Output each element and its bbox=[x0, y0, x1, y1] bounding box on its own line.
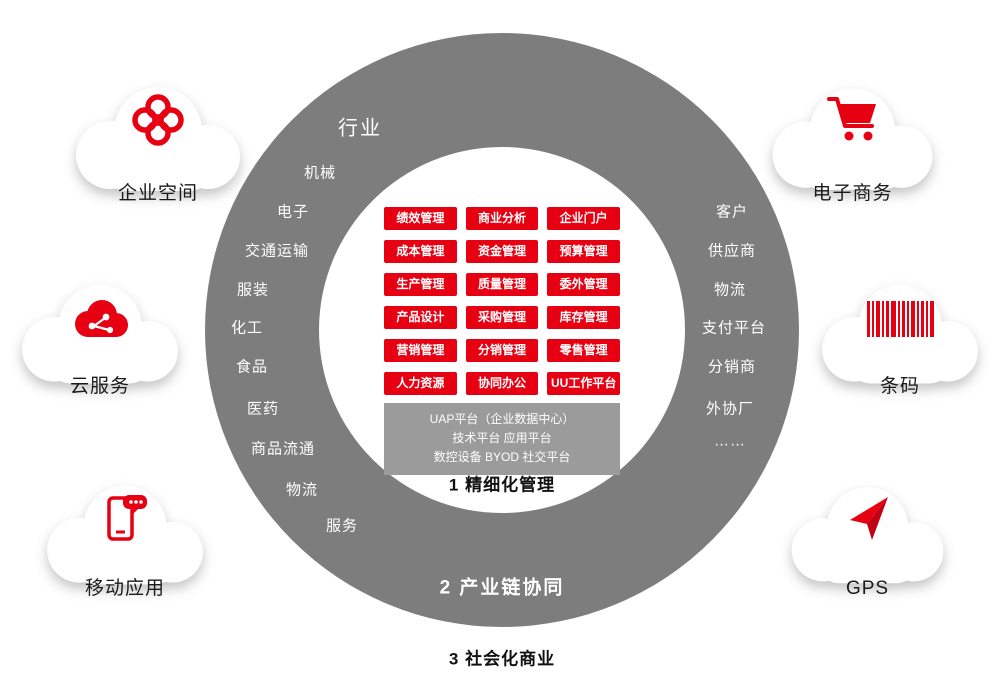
cloud-label: 云服务 bbox=[69, 376, 131, 397]
cloud-label: 移动应用 bbox=[84, 578, 166, 599]
partner-label: 外协厂 bbox=[705, 400, 755, 418]
industries-title: 行业 bbox=[338, 117, 382, 140]
module-button[interactable]: 资金管理 bbox=[465, 240, 539, 263]
partner-label: 分销商 bbox=[707, 358, 757, 376]
level3-label: 3 社会化商业 bbox=[448, 649, 556, 669]
cloud-ecommerce: 电子商务 bbox=[755, 78, 950, 205]
cloud-shape bbox=[76, 87, 240, 191]
module-button[interactable]: 营销管理 bbox=[384, 339, 457, 362]
partner-label: 支付平台 bbox=[701, 319, 767, 337]
cloud-label: GPS bbox=[845, 578, 890, 599]
module-button[interactable]: 人力资源 bbox=[384, 372, 457, 395]
module-button[interactable]: 企业门户 bbox=[547, 207, 620, 230]
cloud-shape bbox=[772, 88, 933, 190]
module-button[interactable]: 产品设计 bbox=[384, 306, 457, 329]
cloud-shape bbox=[47, 485, 203, 585]
industry-label: 电子 bbox=[276, 203, 310, 221]
industry-label: 服装 bbox=[236, 281, 270, 299]
platform-line: 数控设备 BYOD 社交平台 bbox=[433, 450, 571, 465]
module-grid: 绩效管理 商业分析 企业门户 成本管理 资金管理 预算管理 生产管理 质量管理 … bbox=[384, 207, 620, 395]
cloud-label: 电子商务 bbox=[812, 183, 893, 204]
cloud-shape bbox=[22, 284, 178, 384]
module-button[interactable]: 库存管理 bbox=[547, 306, 620, 329]
partner-label: 客户 bbox=[715, 203, 749, 221]
industry-label: 食品 bbox=[235, 358, 269, 376]
module-button[interactable]: 质量管理 bbox=[465, 273, 539, 296]
platform-line: 技术平台 应用平台 bbox=[452, 431, 552, 446]
industry-label: 物流 bbox=[285, 481, 319, 499]
partner-label: 供应商 bbox=[707, 242, 757, 260]
mobile-chat-icon bbox=[99, 491, 151, 548]
cloud-shape bbox=[791, 487, 944, 584]
industry-label: 医药 bbox=[246, 400, 280, 418]
module-button[interactable]: 采购管理 bbox=[465, 306, 539, 329]
cloud-share-icon bbox=[68, 297, 132, 348]
shopping-cart-icon bbox=[825, 94, 881, 149]
module-button[interactable]: 零售管理 bbox=[547, 339, 620, 362]
cloud-enterprise-space: 企业空间 bbox=[58, 78, 258, 205]
module-button[interactable]: 协同办公 bbox=[465, 372, 539, 395]
industry-label: 交通运输 bbox=[244, 242, 310, 260]
module-button[interactable]: 成本管理 bbox=[384, 240, 457, 263]
module-button[interactable]: 委外管理 bbox=[547, 273, 620, 296]
module-button[interactable]: 生产管理 bbox=[384, 273, 457, 296]
partner-label: 物流 bbox=[713, 281, 747, 299]
partner-label: …… bbox=[714, 432, 746, 450]
platform-box: UAP平台（企业数据中心） 技术平台 应用平台 数控设备 BYOD 社交平台 bbox=[384, 403, 620, 475]
cloud-mobile-app: 移动应用 bbox=[30, 475, 220, 600]
cloud-gps: GPS bbox=[775, 475, 960, 600]
industry-label: 服务 bbox=[325, 517, 359, 535]
navigation-arrow-icon bbox=[842, 491, 894, 548]
module-button[interactable]: 分销管理 bbox=[465, 339, 539, 362]
cloud-label: 条码 bbox=[879, 376, 921, 397]
barcode-icon bbox=[865, 299, 935, 344]
module-button[interactable]: 预算管理 bbox=[547, 240, 620, 263]
industry-label: 机械 bbox=[303, 164, 337, 182]
level2-label: 2 产业链协同 bbox=[439, 577, 565, 599]
platform-line: UAP平台（企业数据中心） bbox=[429, 412, 575, 426]
module-button[interactable]: 商业分析 bbox=[465, 207, 539, 230]
cloud-barcode: 条码 bbox=[805, 275, 995, 398]
module-button[interactable]: 绩效管理 bbox=[384, 207, 457, 230]
level1-label: 1 精细化管理 bbox=[448, 475, 556, 495]
industry-label: 商品流通 bbox=[250, 440, 316, 458]
module-button[interactable]: UU工作平台 bbox=[547, 372, 620, 395]
interlocked-rings-icon bbox=[132, 94, 184, 151]
cloud-shape bbox=[822, 284, 978, 384]
cloud-service: 云服务 bbox=[5, 275, 195, 398]
industry-label: 化工 bbox=[230, 319, 264, 337]
cloud-label: 企业空间 bbox=[117, 183, 199, 204]
